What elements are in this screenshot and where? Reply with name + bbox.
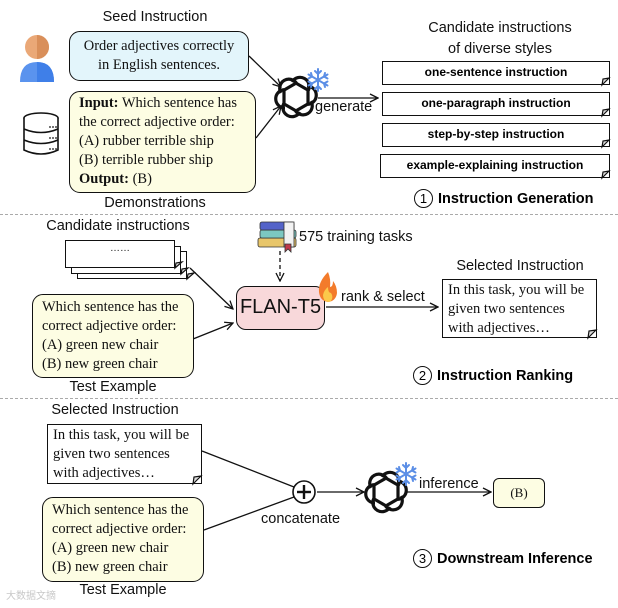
flan-t5-label: FLAN-T5 [239, 296, 322, 318]
rank-select-label: rank & select [341, 289, 425, 305]
test-line: correct adjective order: [42, 318, 177, 334]
candidate-doc: step-by-step instruction [382, 123, 610, 147]
step-title: Downstream Inference [437, 550, 593, 567]
selected-instruction-doc: In this task, you will be given two sent… [442, 279, 597, 338]
demonstrations-box: Input: Which sentence has the correct ad… [69, 91, 256, 193]
arrow-test-to-flan [192, 323, 233, 340]
candidate-label: one-paragraph instruction [421, 96, 571, 110]
candidate-label: step-by-step instruction [427, 127, 565, 141]
test-example-box: Which sentence has the correct adjective… [32, 294, 194, 378]
seed-instruction-label: Seed Instruction [102, 9, 208, 25]
test-line: correct adjective order: [52, 521, 187, 537]
step-number-badge: 3 [413, 549, 432, 568]
candidates-title-line: Candidate instructions [428, 20, 572, 36]
candidate-label: example-explaining instruction [406, 158, 584, 172]
test-line: (B) new green chair [42, 356, 158, 372]
candidate-label: one-sentence instruction [424, 65, 568, 79]
step-number-badge: 1 [414, 189, 433, 208]
candidate-doc: example-explaining instruction [380, 154, 610, 178]
seed-instruction-box: Order adjectives correctly in English se… [69, 31, 249, 81]
step-3-heading: 3 Downstream Inference [413, 549, 593, 568]
training-tasks-label: 575 training tasks [299, 229, 413, 245]
selected-line: In this task, you will be [53, 427, 190, 443]
output-text: (B) [510, 485, 528, 500]
demo-line: the correct adjective order: [79, 114, 235, 130]
flan-t5-box: FLAN-T5 [236, 286, 325, 330]
output-box: (B) [493, 478, 545, 508]
step-number-badge: 2 [413, 366, 432, 385]
line-test-to-concat [203, 496, 295, 531]
candidates-placeholder: …… [110, 243, 130, 254]
test-example-box: Which sentence has the correct adjective… [42, 497, 204, 582]
concatenate-label: concatenate [261, 511, 341, 527]
demonstrations-label: Demonstrations [104, 195, 206, 211]
test-line: Which sentence has the [42, 299, 179, 315]
selected-line: with adjectives… [53, 465, 155, 481]
stacked-doc: …… [65, 240, 175, 268]
demo-line: Output: (B) [79, 171, 152, 187]
watermark: 大数据文摘 [6, 591, 56, 602]
plus-icon [292, 480, 316, 504]
step-title: Instruction Ranking [437, 367, 574, 384]
test-line: Which sentence has the [52, 502, 189, 518]
arrow-candidates-to-flan [189, 267, 233, 309]
test-line: (B) new green chair [52, 559, 168, 575]
section-divider [0, 398, 618, 399]
test-line: (A) green new chair [52, 540, 169, 556]
candidate-instructions-label: Candidate instructions [46, 218, 190, 234]
candidates-title: Candidate instructions of diverse styles [400, 18, 600, 60]
section-divider [0, 214, 618, 215]
step-2-heading: 2 Instruction Ranking [413, 366, 573, 385]
seed-line: Order adjectives correctly [83, 38, 235, 54]
demo-line: Input: Which sentence has [79, 95, 238, 111]
test-example-label: Test Example [69, 379, 157, 395]
candidates-title-line: of diverse styles [448, 41, 552, 57]
test-example-label: Test Example [79, 582, 167, 598]
arrow-seed-to-llm [248, 55, 281, 87]
selected-instruction-doc: In this task, you will be given two sent… [47, 424, 202, 484]
selected-instruction-label: Selected Instruction [51, 402, 179, 418]
selected-line: given two sentences [53, 446, 170, 462]
line-selected-to-concat [201, 450, 295, 488]
selected-line: In this task, you will be [448, 282, 585, 298]
seed-line: in English sentences. [97, 57, 221, 73]
generate-label: generate [315, 99, 373, 115]
demo-line: (B) terrible rubber ship [79, 152, 214, 168]
inference-label: inference [419, 476, 479, 492]
selected-line: with adjectives… [448, 320, 550, 336]
selected-instruction-label: Selected Instruction [456, 258, 584, 274]
test-line: (A) green new chair [42, 337, 159, 353]
step-1-heading: 1 Instruction Generation [414, 189, 594, 208]
candidate-doc: one-paragraph instruction [382, 92, 610, 116]
selected-line: given two sentences [448, 301, 565, 317]
arrow-demo-to-llm [255, 106, 281, 139]
candidate-doc: one-sentence instruction [382, 61, 610, 85]
step-title: Instruction Generation [438, 190, 594, 207]
demo-line: (A) rubber terrible ship [79, 133, 214, 149]
